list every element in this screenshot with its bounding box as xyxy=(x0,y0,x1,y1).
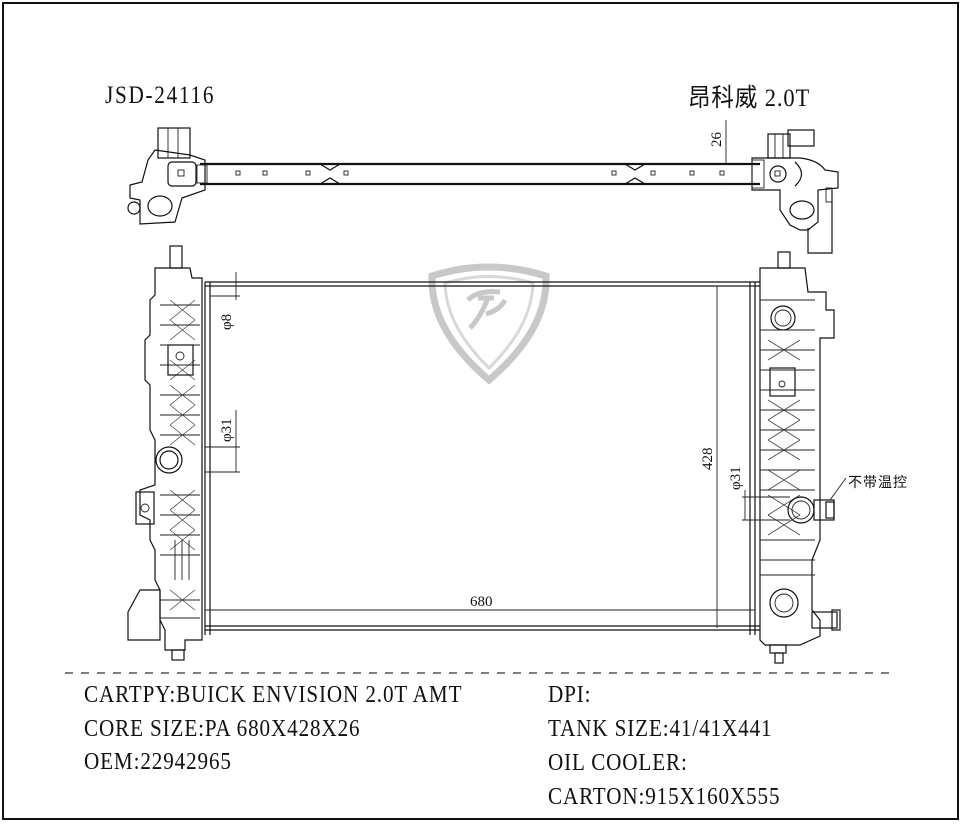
front-view-core xyxy=(204,281,760,635)
spec-oem: OEM:22942965 xyxy=(84,749,232,776)
dim-bracket-thickness: 26 xyxy=(709,132,725,148)
dim-inlet-diameter-left: φ31 xyxy=(219,418,235,442)
watermark-logo xyxy=(428,263,550,385)
spec-label: OEM: xyxy=(84,749,141,775)
spec-core-size: CORE SIZE:PA 680X428X26 xyxy=(84,716,360,743)
spec-oil-cooler: OIL COOLER: xyxy=(548,750,688,777)
spec-value: 915X160X555 xyxy=(645,784,781,810)
dim-core-height: 428 xyxy=(700,448,716,471)
spec-carton: CARTON:915X160X555 xyxy=(548,784,780,811)
spec-value: PA 680X428X26 xyxy=(204,716,361,742)
left-tank xyxy=(127,245,203,661)
right-tank xyxy=(759,251,847,664)
dim-tube-diameter: φ8 xyxy=(219,314,235,330)
dim-inlet-diameter-right: φ31 xyxy=(728,466,744,490)
no-thermostat-note: 不带温控 xyxy=(848,476,908,491)
spec-value: 41/41X441 xyxy=(669,716,773,742)
right-tank-ribs xyxy=(760,299,815,576)
spec-label: DPI: xyxy=(548,682,592,708)
spec-value: 22942965 xyxy=(140,749,232,775)
model-name: 昂科威 2.0T xyxy=(688,85,811,112)
spec-tank-size: TANK SIZE:41/41X441 xyxy=(548,716,772,743)
spec-dpi: DPI: xyxy=(548,682,591,709)
spec-label: CARTON: xyxy=(548,784,646,810)
spec-label: TANK SIZE: xyxy=(548,716,670,742)
spec-label: CARTPY: xyxy=(84,682,177,708)
spec-value: BUICK ENVISION 2.0T AMT xyxy=(176,682,463,708)
top-view-bracket xyxy=(127,120,839,254)
part-number: JSD-24116 xyxy=(105,82,216,109)
dim-core-width: 680 xyxy=(470,594,493,610)
dimension-lines xyxy=(205,272,790,628)
spec-label: OIL COOLER: xyxy=(548,750,688,776)
left-tank-ribs xyxy=(160,299,200,619)
spec-car-type: CARTPY:BUICK ENVISION 2.0T AMT xyxy=(84,682,462,709)
spec-label: CORE SIZE: xyxy=(84,716,205,742)
